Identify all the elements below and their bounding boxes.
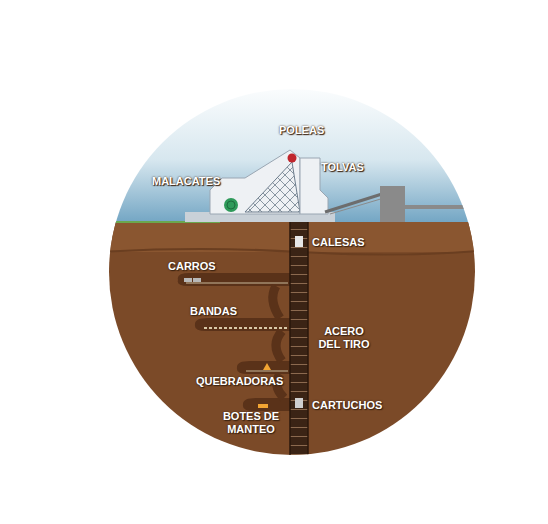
part-label: TOLVAS (321, 161, 364, 174)
part-label: BOTES DE MANTEO (218, 410, 284, 436)
part-label: BANDAS (190, 305, 237, 318)
part-label: CALESAS (312, 236, 365, 249)
part-label: POLEAS (279, 124, 324, 137)
part-label: MALACATES (152, 175, 220, 188)
part-label: CARROS (168, 260, 216, 273)
part-label: CARTUCHOS (312, 399, 382, 412)
part-label: ACERO DEL TIRO (312, 325, 376, 351)
part-label: QUEBRADORAS (196, 375, 283, 388)
